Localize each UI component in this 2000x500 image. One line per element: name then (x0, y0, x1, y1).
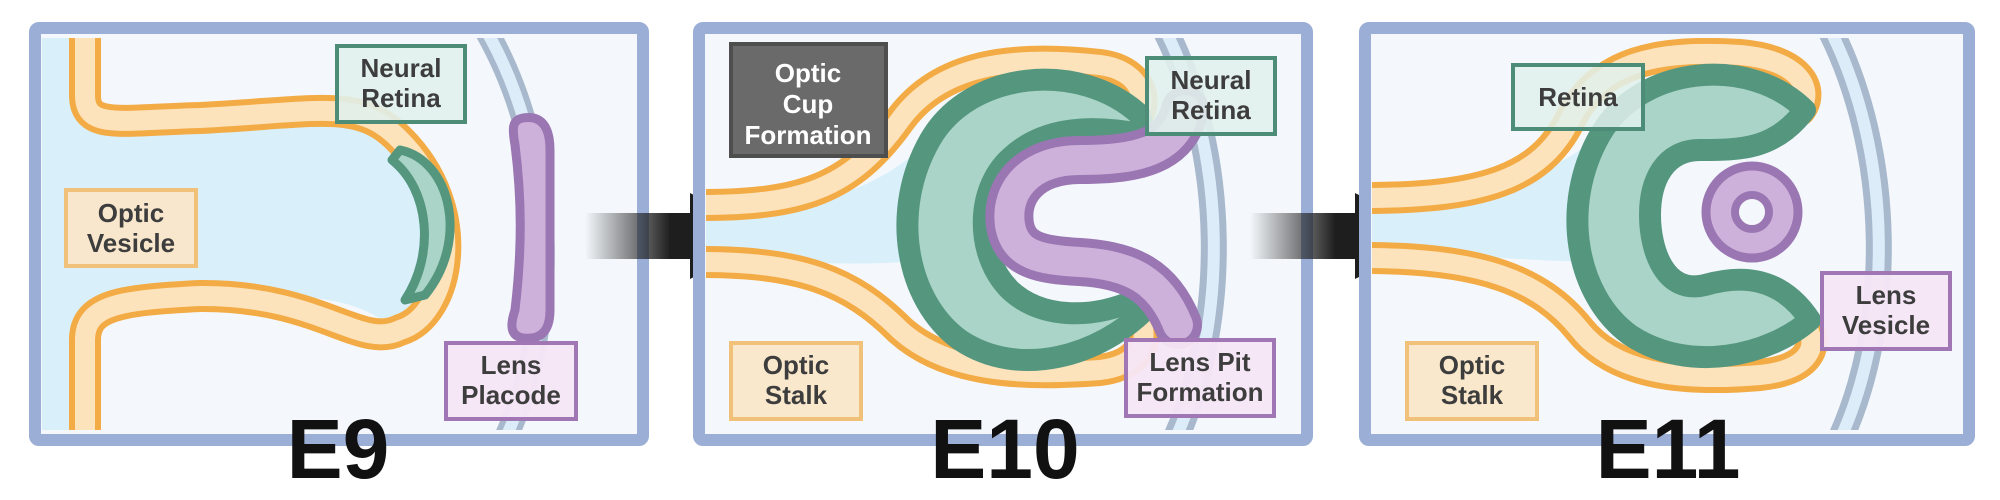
label-optic-vesicle: Optic Vesicle (64, 188, 198, 268)
label-line: Formation (744, 120, 871, 150)
optic-cup-e10 (896, 68, 1156, 371)
label-line: Vesicle (87, 228, 175, 258)
neural-retina-e9 (387, 145, 455, 305)
label-line: Vesicle (1842, 310, 1930, 340)
label-optic-cup-formation: Optic Cup Formation (729, 42, 888, 158)
label-line: Formation (1136, 377, 1263, 407)
label-line: Lens (481, 350, 542, 380)
panel-e9: Optic Vesicle Neural Retina Lens Placode… (29, 22, 649, 496)
label-line: Stalk (765, 380, 828, 410)
label-line: Lens (1856, 280, 1917, 310)
label-line: Optic (1439, 350, 1505, 380)
label-line: Cup (783, 89, 834, 119)
label-lens-placode: Lens Placode (444, 341, 578, 421)
panel-e10: Optic Cup Formation Neural Retina Optic … (693, 22, 1313, 496)
lens-placode (507, 113, 555, 343)
label-line: Retina (1171, 95, 1251, 125)
label-lens-pit-formation: Lens Pit Formation (1124, 338, 1276, 418)
label-neural-retina-e9: Neural Retina (335, 44, 467, 124)
stage-label-e11: E11 (1596, 402, 1741, 496)
label-line: Neural (361, 53, 442, 83)
retina-cup-e11 (1566, 63, 1821, 369)
label-line: Optic (98, 198, 164, 228)
label-optic-stalk-e10: Optic Stalk (729, 341, 863, 421)
label-line: Retina (1538, 82, 1618, 112)
label-line: Placode (461, 380, 561, 410)
label-neural-retina-e10: Neural Retina (1145, 56, 1277, 136)
label-line: Optic (775, 58, 841, 88)
label-line: Neural (1171, 65, 1252, 95)
label-line: Stalk (1441, 380, 1504, 410)
label-line: Lens Pit (1149, 347, 1250, 377)
label-retina: Retina (1511, 63, 1645, 131)
label-line: Retina (361, 83, 441, 113)
label-optic-stalk-e11: Optic Stalk (1405, 341, 1539, 421)
panel-e11: Retina Optic Stalk Lens Vesicle E11 (1359, 22, 1975, 496)
label-line: Optic (763, 350, 829, 380)
stage-label-e9: E9 (287, 402, 390, 496)
stage-label-e10: E10 (930, 402, 1079, 496)
label-lens-vesicle: Lens Vesicle (1820, 271, 1952, 351)
